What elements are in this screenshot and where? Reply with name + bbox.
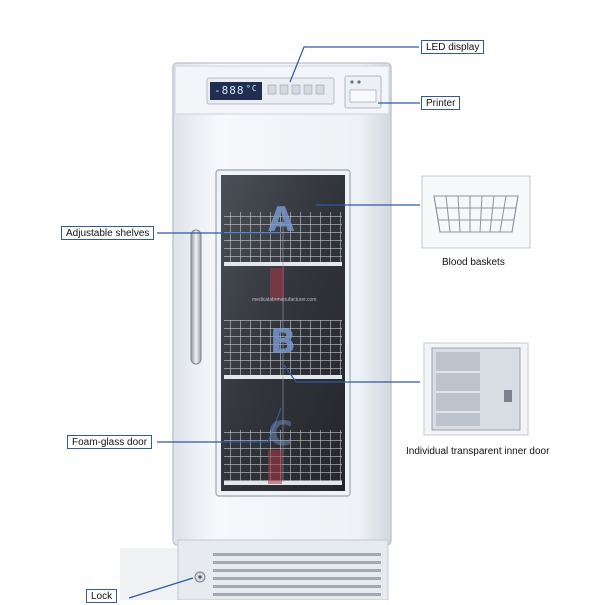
panel-button[interactable] <box>267 84 277 95</box>
zone-label-b: B <box>270 322 296 362</box>
glass-reflection <box>268 450 282 484</box>
led-display-screen <box>210 82 262 100</box>
inner-door-shelves <box>436 371 480 413</box>
watermark: medicalabrmanufacturer.com <box>252 297 317 303</box>
inset-blood-baskets <box>421 175 531 249</box>
zone-label-a: A <box>268 200 295 240</box>
panel-button[interactable] <box>315 84 325 95</box>
lock-keyhole-icon <box>198 575 202 579</box>
callout-foam-glass-door: Foam-glass door <box>67 435 153 449</box>
leader-led-display <box>289 46 419 83</box>
callout-led-display: LED display <box>421 40 485 54</box>
zone-label-c: C <box>268 414 293 454</box>
led-display-unit: °C <box>246 84 258 93</box>
leader-inner-door <box>283 364 420 383</box>
basket-illustration <box>433 195 519 233</box>
caption-blood-baskets: Blood baskets <box>442 257 505 268</box>
printer-indicator-icon <box>350 80 354 84</box>
panel-button[interactable] <box>291 84 301 95</box>
inner-door-latch <box>504 390 512 402</box>
vent-grille <box>213 553 381 596</box>
leader-lock <box>128 577 194 599</box>
glass-reflection <box>270 268 284 300</box>
led-display-value: -888 <box>214 84 245 97</box>
callout-lock: Lock <box>86 589 118 603</box>
leader-foam-glass-door <box>157 407 282 443</box>
printer-indicator-icon <box>357 80 361 84</box>
leader-lines <box>128 46 420 599</box>
callout-printer: Printer <box>421 96 461 110</box>
floor-shadow <box>120 548 180 600</box>
panel-button[interactable] <box>279 84 289 95</box>
callout-adjustable-shelves: Adjustable shelves <box>61 226 155 240</box>
inner-door-glass <box>436 352 480 426</box>
caption-inner-door: Individual transparent inner door <box>406 446 550 457</box>
adjustable-shelf <box>224 481 342 485</box>
panel-button[interactable] <box>303 84 313 95</box>
printer-slot <box>349 89 377 103</box>
door-handle[interactable] <box>190 229 202 365</box>
